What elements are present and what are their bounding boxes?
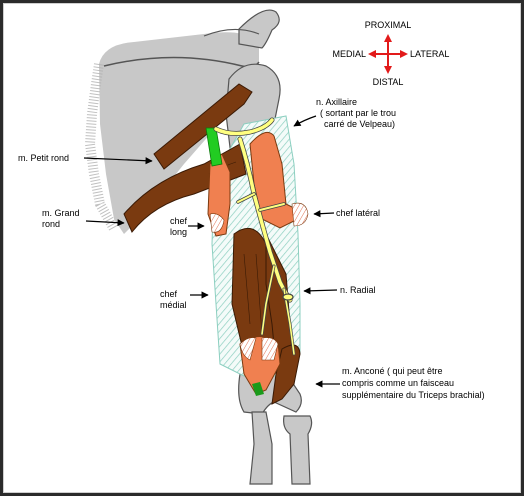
nerves — [213, 117, 296, 356]
ancone-label-line1: m. Anconé ( qui peut être — [342, 366, 443, 376]
pointer-lines — [83, 115, 340, 388]
orientation-compass: PROXIMAL MEDIAL LATERAL DISTAL — [332, 20, 449, 87]
lateral-label: LATERAL — [410, 49, 449, 59]
proximal-label: PROXIMAL — [365, 20, 412, 30]
anconeus-muscle — [271, 344, 301, 405]
distal-label: DISTAL — [373, 77, 404, 87]
triceps-long-head-origin — [207, 153, 231, 237]
triceps-tendon — [239, 336, 281, 396]
chef-long-label-line2: long — [170, 227, 187, 237]
teres-minor-muscle — [153, 83, 253, 170]
grand-rond-pointer — [85, 219, 125, 227]
radial-pointer — [303, 287, 338, 295]
chef-lateral-label: chef latéral — [336, 208, 380, 218]
chef-medial-label-line1: chef — [160, 289, 178, 299]
axillary-label-line1: n. Axillaire — [316, 97, 357, 107]
petit-rond-label: m. Petit rond — [18, 153, 69, 163]
labels: n. Axillaire ( sortant par le trou carré… — [18, 97, 485, 400]
ancone-label-line3: supplémentaire du Triceps brachial) — [342, 390, 485, 400]
diagram-frame: PROXIMAL MEDIAL LATERAL DISTAL n. Axilla… — [3, 3, 521, 493]
axillary-pointer — [293, 115, 317, 127]
triceps-lateral-head — [249, 131, 309, 229]
ancone-label-line2: compris comme un faisceau — [342, 378, 454, 388]
radial-label: n. Radial — [340, 285, 376, 295]
medial-label: MEDIAL — [332, 49, 366, 59]
chef-long-label-line1: chef — [170, 216, 188, 226]
axillary-label-line2: ( sortant par le trou — [320, 108, 396, 118]
grand-rond-label-line2: rond — [42, 219, 60, 229]
anatomy-diagram: PROXIMAL MEDIAL LATERAL DISTAL n. Axilla… — [18, 9, 485, 485]
grand-rond-label-line1: m. Grand — [42, 208, 80, 218]
petit-rond-pointer — [83, 157, 153, 165]
axillary-label-line3: carré de Velpeau) — [324, 119, 395, 129]
chef-lateral-pointer — [313, 210, 335, 218]
green-band — [205, 127, 223, 167]
chef-medial-label-line2: médial — [160, 300, 187, 310]
